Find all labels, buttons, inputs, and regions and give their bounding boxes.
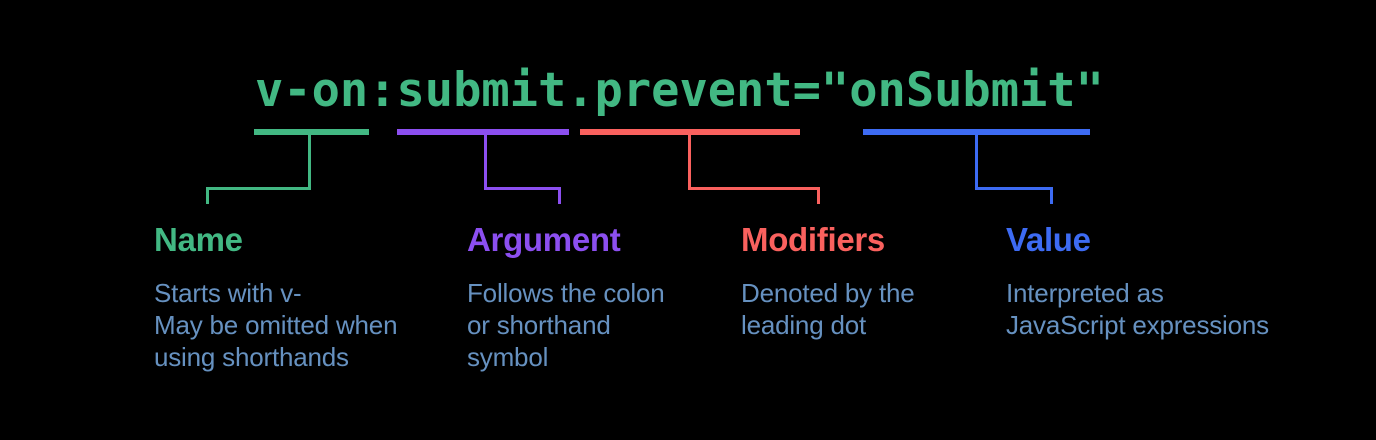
value-label: Value xyxy=(1006,221,1091,258)
value-underline-bar xyxy=(863,129,1090,135)
argument-connector-horizontal xyxy=(484,187,561,190)
modifiers-label: Modifiers xyxy=(741,221,885,258)
value-connector-horizontal xyxy=(975,187,1053,190)
value-description: Interpreted as JavaScript expressions xyxy=(1006,278,1269,340)
name-description: Starts with v- May be omitted when using… xyxy=(154,278,398,372)
name-connector-tick xyxy=(206,187,209,204)
argument-connector-vertical xyxy=(484,135,487,190)
argument-description: Follows the colon or shorthand symbol xyxy=(467,278,665,372)
name-underline-bar xyxy=(254,129,369,135)
argument-connector-tick xyxy=(558,187,561,204)
code-segment-name: v-on xyxy=(255,63,369,118)
code-segment-colon: : xyxy=(368,63,397,118)
code-segment-equals-quote: =" xyxy=(792,63,850,118)
modifiers-underline-bar xyxy=(580,129,800,135)
name-label: Name xyxy=(154,221,243,258)
modifiers-connector-horizontal xyxy=(688,187,820,190)
code-segment-argument: submit xyxy=(396,63,567,118)
code-segment-value: onSubmit xyxy=(849,63,1076,118)
argument-label: Argument xyxy=(467,221,621,258)
directive-code: v-on:submit.prevent="onSubmit" xyxy=(255,63,1104,118)
modifiers-connector-vertical xyxy=(688,135,691,190)
modifiers-description: Denoted by the leading dot xyxy=(741,278,915,340)
value-connector-vertical xyxy=(975,135,978,190)
argument-underline-bar xyxy=(397,129,569,135)
code-segment-modifiers: .prevent xyxy=(566,63,793,118)
name-connector-vertical xyxy=(308,135,311,190)
modifiers-connector-tick xyxy=(817,187,820,204)
code-segment-close-quote: " xyxy=(1075,63,1104,118)
name-connector-horizontal xyxy=(206,187,311,190)
value-connector-tick xyxy=(1050,187,1053,204)
